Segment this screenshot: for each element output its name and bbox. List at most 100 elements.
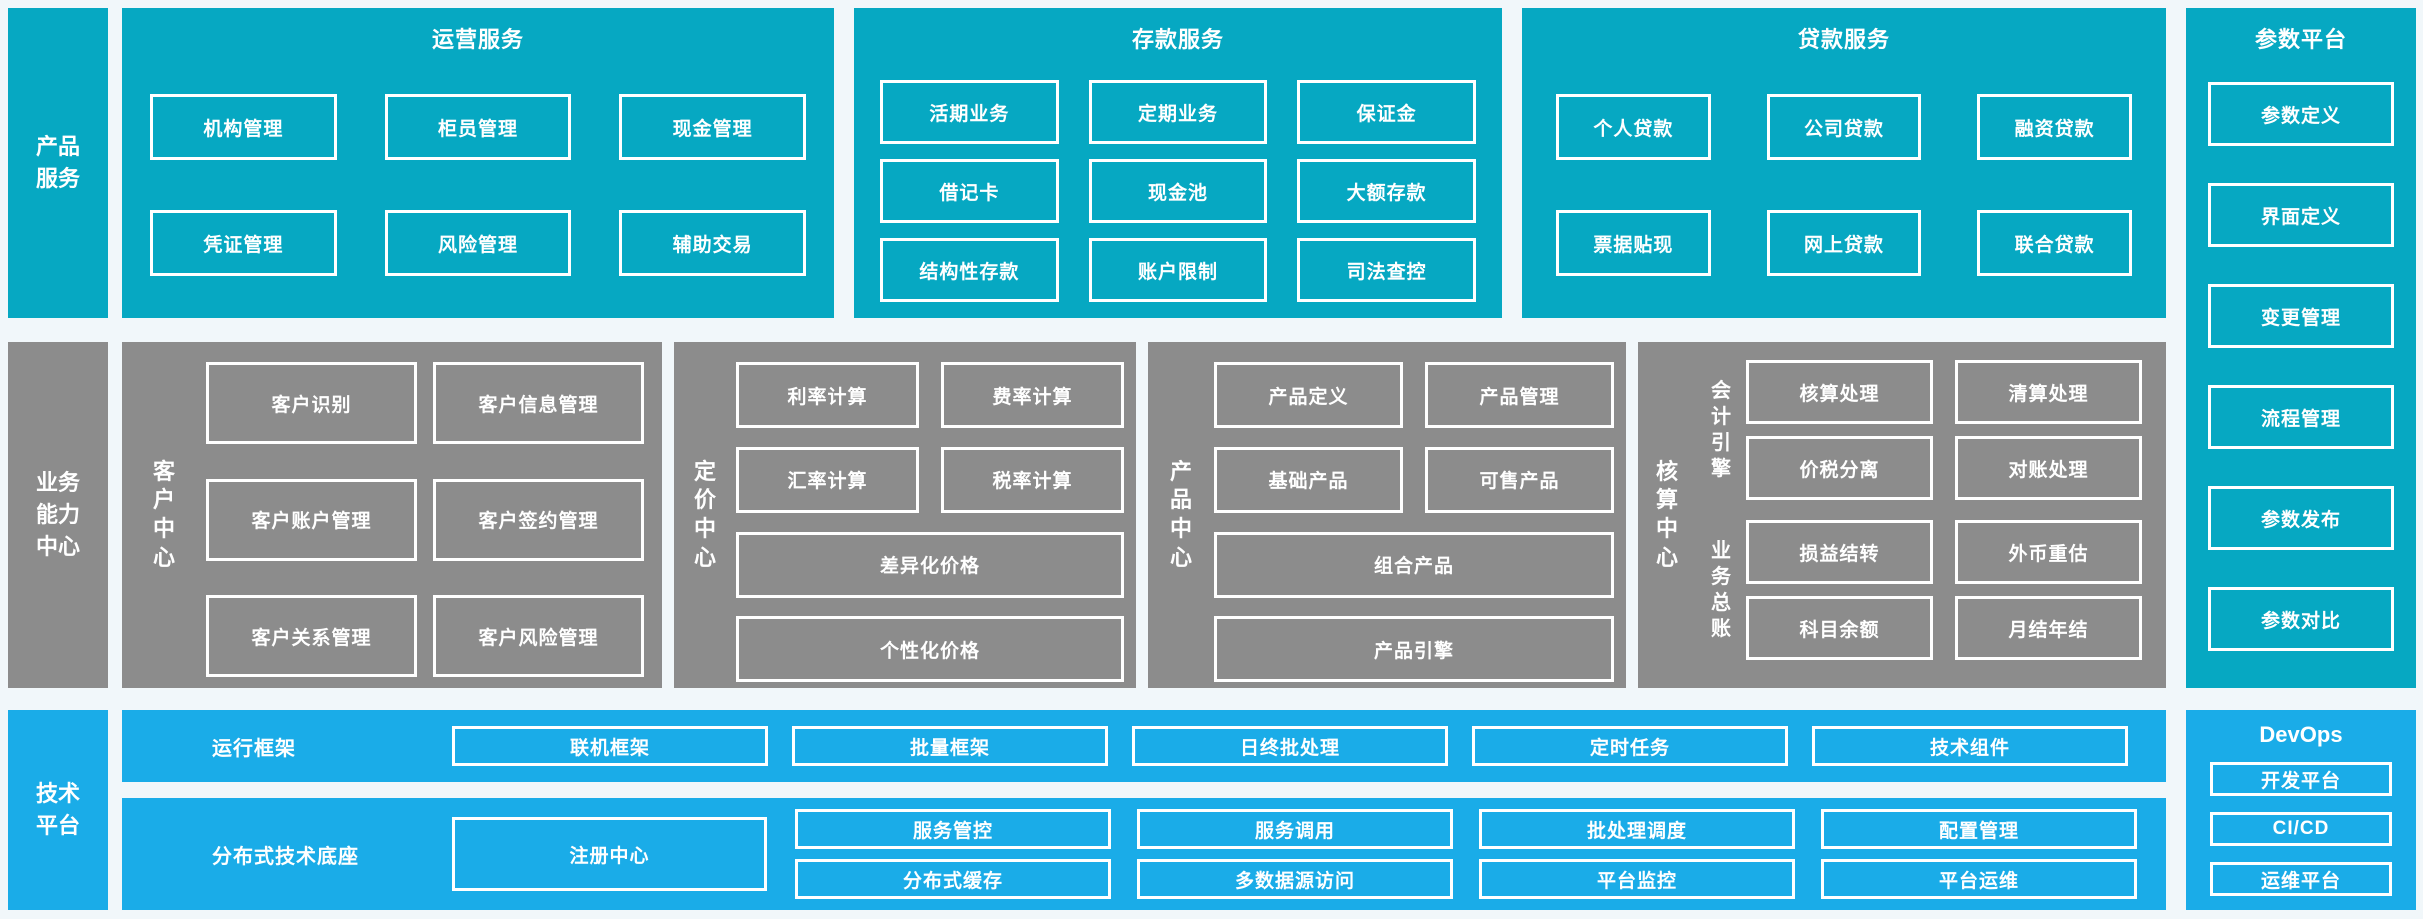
devops-title: DevOps <box>2259 722 2343 747</box>
runtime-box: 技术组件 <box>1812 726 2128 766</box>
distributed-box: 批处理调度 <box>1479 809 1795 849</box>
accounting-center-panel: 核算中心 会计引擎 核算处理 清算处理 价税分离 对账处理 业务总账 损益结转 … <box>1638 342 2166 688</box>
devops-box: CI/CD <box>2210 812 2392 846</box>
customer-box: 客户账户管理 <box>206 478 417 561</box>
accounting-center-label-col: 核算中心 <box>1638 342 1696 688</box>
distributed-base-boxes: 注册中心 服务管控 分布式缓存 服务调用 多数据源访问 批处理调度 平台监控 配… <box>452 809 2137 899</box>
deposit-box: 司法查控 <box>1297 238 1476 302</box>
product-center-grid: 产品定义 产品管理 基础产品 可售产品 组合产品 产品引擎 <box>1214 342 1626 688</box>
distributed-box: 分布式缓存 <box>795 859 1111 899</box>
accounting-box: 科目余额 <box>1746 596 1933 660</box>
accounting-engine-grid: 核算处理 清算处理 价税分离 对账处理 <box>1746 360 2142 500</box>
distributed-pair-col: 服务调用 多数据源访问 <box>1137 809 1453 899</box>
pricing-box-wide: 差异化价格 <box>736 531 1124 598</box>
deposit-box: 结构性存款 <box>880 238 1059 302</box>
customer-center-label-col: 客户中心 <box>122 342 206 688</box>
product-center-panel: 产品中心 产品定义 产品管理 基础产品 可售产品 组合产品 产品引擎 <box>1148 342 1626 688</box>
ops-box: 凭证管理 <box>150 210 337 276</box>
business-ledger-group: 业务总账 损益结转 外币重估 科目余额 月结年结 <box>1696 520 2142 660</box>
customer-box: 客户信息管理 <box>433 362 644 444</box>
distributed-box: 服务调用 <box>1137 809 1453 849</box>
ops-box: 辅助交易 <box>619 210 806 276</box>
customer-center-grid: 客户识别 客户信息管理 客户账户管理 客户签约管理 客户关系管理 客户风险管理 <box>206 342 662 688</box>
pricing-box: 利率计算 <box>736 362 919 428</box>
runtime-box: 批量框架 <box>792 726 1108 766</box>
distributed-box: 多数据源访问 <box>1137 859 1453 899</box>
rail-business-capability-label: 业务能力中心 <box>35 470 80 559</box>
parameter-platform-title: 参数平台 <box>2254 27 2347 52</box>
rail-business-capability-center: 业务能力中心 <box>8 342 108 688</box>
pricing-center-grid: 利率计算 费率计算 汇率计算 税率计算 差异化价格 个性化价格 <box>736 342 1136 688</box>
param-box: 界面定义 <box>2208 183 2394 247</box>
deposit-box: 现金池 <box>1088 159 1268 223</box>
ops-box: 柜员管理 <box>384 94 572 160</box>
runtime-framework-boxes: 联机框架 批量框架 日终批处理 定时任务 技术组件 <box>452 726 2128 766</box>
loan-box: 联合贷款 <box>1977 210 2132 276</box>
business-ledger-label: 业务总账 <box>1711 540 1731 640</box>
deposit-services-title: 存款服务 <box>1131 27 1224 52</box>
accounting-box: 核算处理 <box>1746 360 1933 424</box>
devops-stack: 开发平台 CI/CD 运维平台 <box>2210 762 2392 896</box>
customer-center-panel: 客户中心 客户识别 客户信息管理 客户账户管理 客户签约管理 客户关系管理 客户… <box>122 342 662 688</box>
accounting-box: 价税分离 <box>1746 436 1933 500</box>
param-box: 变更管理 <box>2208 284 2394 348</box>
parameter-platform-panel: 参数平台 参数定义 界面定义 变更管理 流程管理 参数发布 参数对比 <box>2186 8 2416 688</box>
product-box: 可售产品 <box>1425 446 1614 513</box>
accounting-engine-label: 会计引擎 <box>1711 380 1731 480</box>
customer-box: 客户签约管理 <box>433 478 644 561</box>
deposit-box: 账户限制 <box>1088 238 1268 302</box>
rail-product-services-label: 产品服务 <box>35 134 80 191</box>
pricing-center-panel: 定价中心 利率计算 费率计算 汇率计算 税率计算 差异化价格 个性化价格 <box>674 342 1136 688</box>
devops-panel: DevOps 开发平台 CI/CD 运维平台 <box>2186 710 2416 910</box>
distributed-pair-col: 配置管理 平台运维 <box>1821 809 2137 899</box>
operations-services-grid: 机构管理 柜员管理 现金管理 凭证管理 风险管理 辅助交易 <box>150 94 806 276</box>
loan-box: 公司贷款 <box>1766 94 1922 160</box>
accounting-engine-label-col: 会计引擎 <box>1696 360 1746 500</box>
customer-box: 客户风险管理 <box>433 595 644 678</box>
product-box: 产品管理 <box>1425 362 1614 428</box>
distributed-pair-col: 批处理调度 平台监控 <box>1479 809 1795 899</box>
accounting-box: 外币重估 <box>1955 520 2142 584</box>
ops-box: 机构管理 <box>150 94 337 160</box>
runtime-box: 定时任务 <box>1472 726 1788 766</box>
loan-services-title: 贷款服务 <box>1797 27 1890 52</box>
registry-center-box: 注册中心 <box>452 817 767 891</box>
customer-box: 客户关系管理 <box>206 595 417 678</box>
accounting-groups: 会计引擎 核算处理 清算处理 价税分离 对账处理 业务总账 损益结转 外币重估 … <box>1696 342 2166 688</box>
loan-box: 网上贷款 <box>1766 210 1922 276</box>
pricing-box: 税率计算 <box>941 446 1124 513</box>
business-ledger-label-col: 业务总账 <box>1696 520 1746 660</box>
accounting-box: 月结年结 <box>1955 596 2142 660</box>
business-ledger-grid: 损益结转 外币重估 科目余额 月结年结 <box>1746 520 2142 660</box>
rail-tech-platform: 技术平台 <box>8 710 108 910</box>
deposit-box: 大额存款 <box>1297 159 1476 223</box>
distributed-base-row: 分布式技术底座 注册中心 服务管控 分布式缓存 服务调用 多数据源访问 批处理调… <box>122 798 2166 910</box>
deposit-services-grid: 活期业务 定期业务 保证金 借记卡 现金池 大额存款 结构性存款 账户限制 司法… <box>880 80 1476 302</box>
param-box: 参数对比 <box>2208 587 2394 651</box>
runtime-box: 联机框架 <box>452 726 768 766</box>
loan-box: 个人贷款 <box>1556 94 1711 160</box>
loan-box: 票据贴现 <box>1556 210 1711 276</box>
loan-box: 融资贷款 <box>1977 94 2132 160</box>
distributed-box: 服务管控 <box>795 809 1111 849</box>
deposit-box: 借记卡 <box>880 159 1059 223</box>
product-box: 基础产品 <box>1214 446 1403 513</box>
deposit-box: 定期业务 <box>1088 80 1268 144</box>
loan-services-grid: 个人贷款 公司贷款 融资贷款 票据贴现 网上贷款 联合贷款 <box>1556 94 2132 276</box>
parameter-platform-stack: 参数定义 界面定义 变更管理 流程管理 参数发布 参数对比 <box>2208 82 2394 651</box>
product-box-wide: 组合产品 <box>1214 531 1614 598</box>
operations-services-panel: 运营服务 机构管理 柜员管理 现金管理 凭证管理 风险管理 辅助交易 <box>122 8 834 318</box>
pricing-center-label-col: 定价中心 <box>674 342 736 688</box>
distributed-base-label: 分布式技术底座 <box>212 845 359 868</box>
distributed-pair-col: 服务管控 分布式缓存 <box>795 809 1111 899</box>
pricing-box-wide: 个性化价格 <box>736 616 1124 683</box>
customer-box: 客户识别 <box>206 362 417 444</box>
accounting-box: 对账处理 <box>1955 436 2142 500</box>
distributed-box: 配置管理 <box>1821 809 2137 849</box>
ops-box: 风险管理 <box>384 210 572 276</box>
pricing-box: 费率计算 <box>941 362 1124 428</box>
accounting-center-label: 核算中心 <box>1655 458 1678 570</box>
loan-services-panel: 贷款服务 个人贷款 公司贷款 融资贷款 票据贴现 网上贷款 联合贷款 <box>1522 8 2166 318</box>
param-box: 参数发布 <box>2208 486 2394 550</box>
